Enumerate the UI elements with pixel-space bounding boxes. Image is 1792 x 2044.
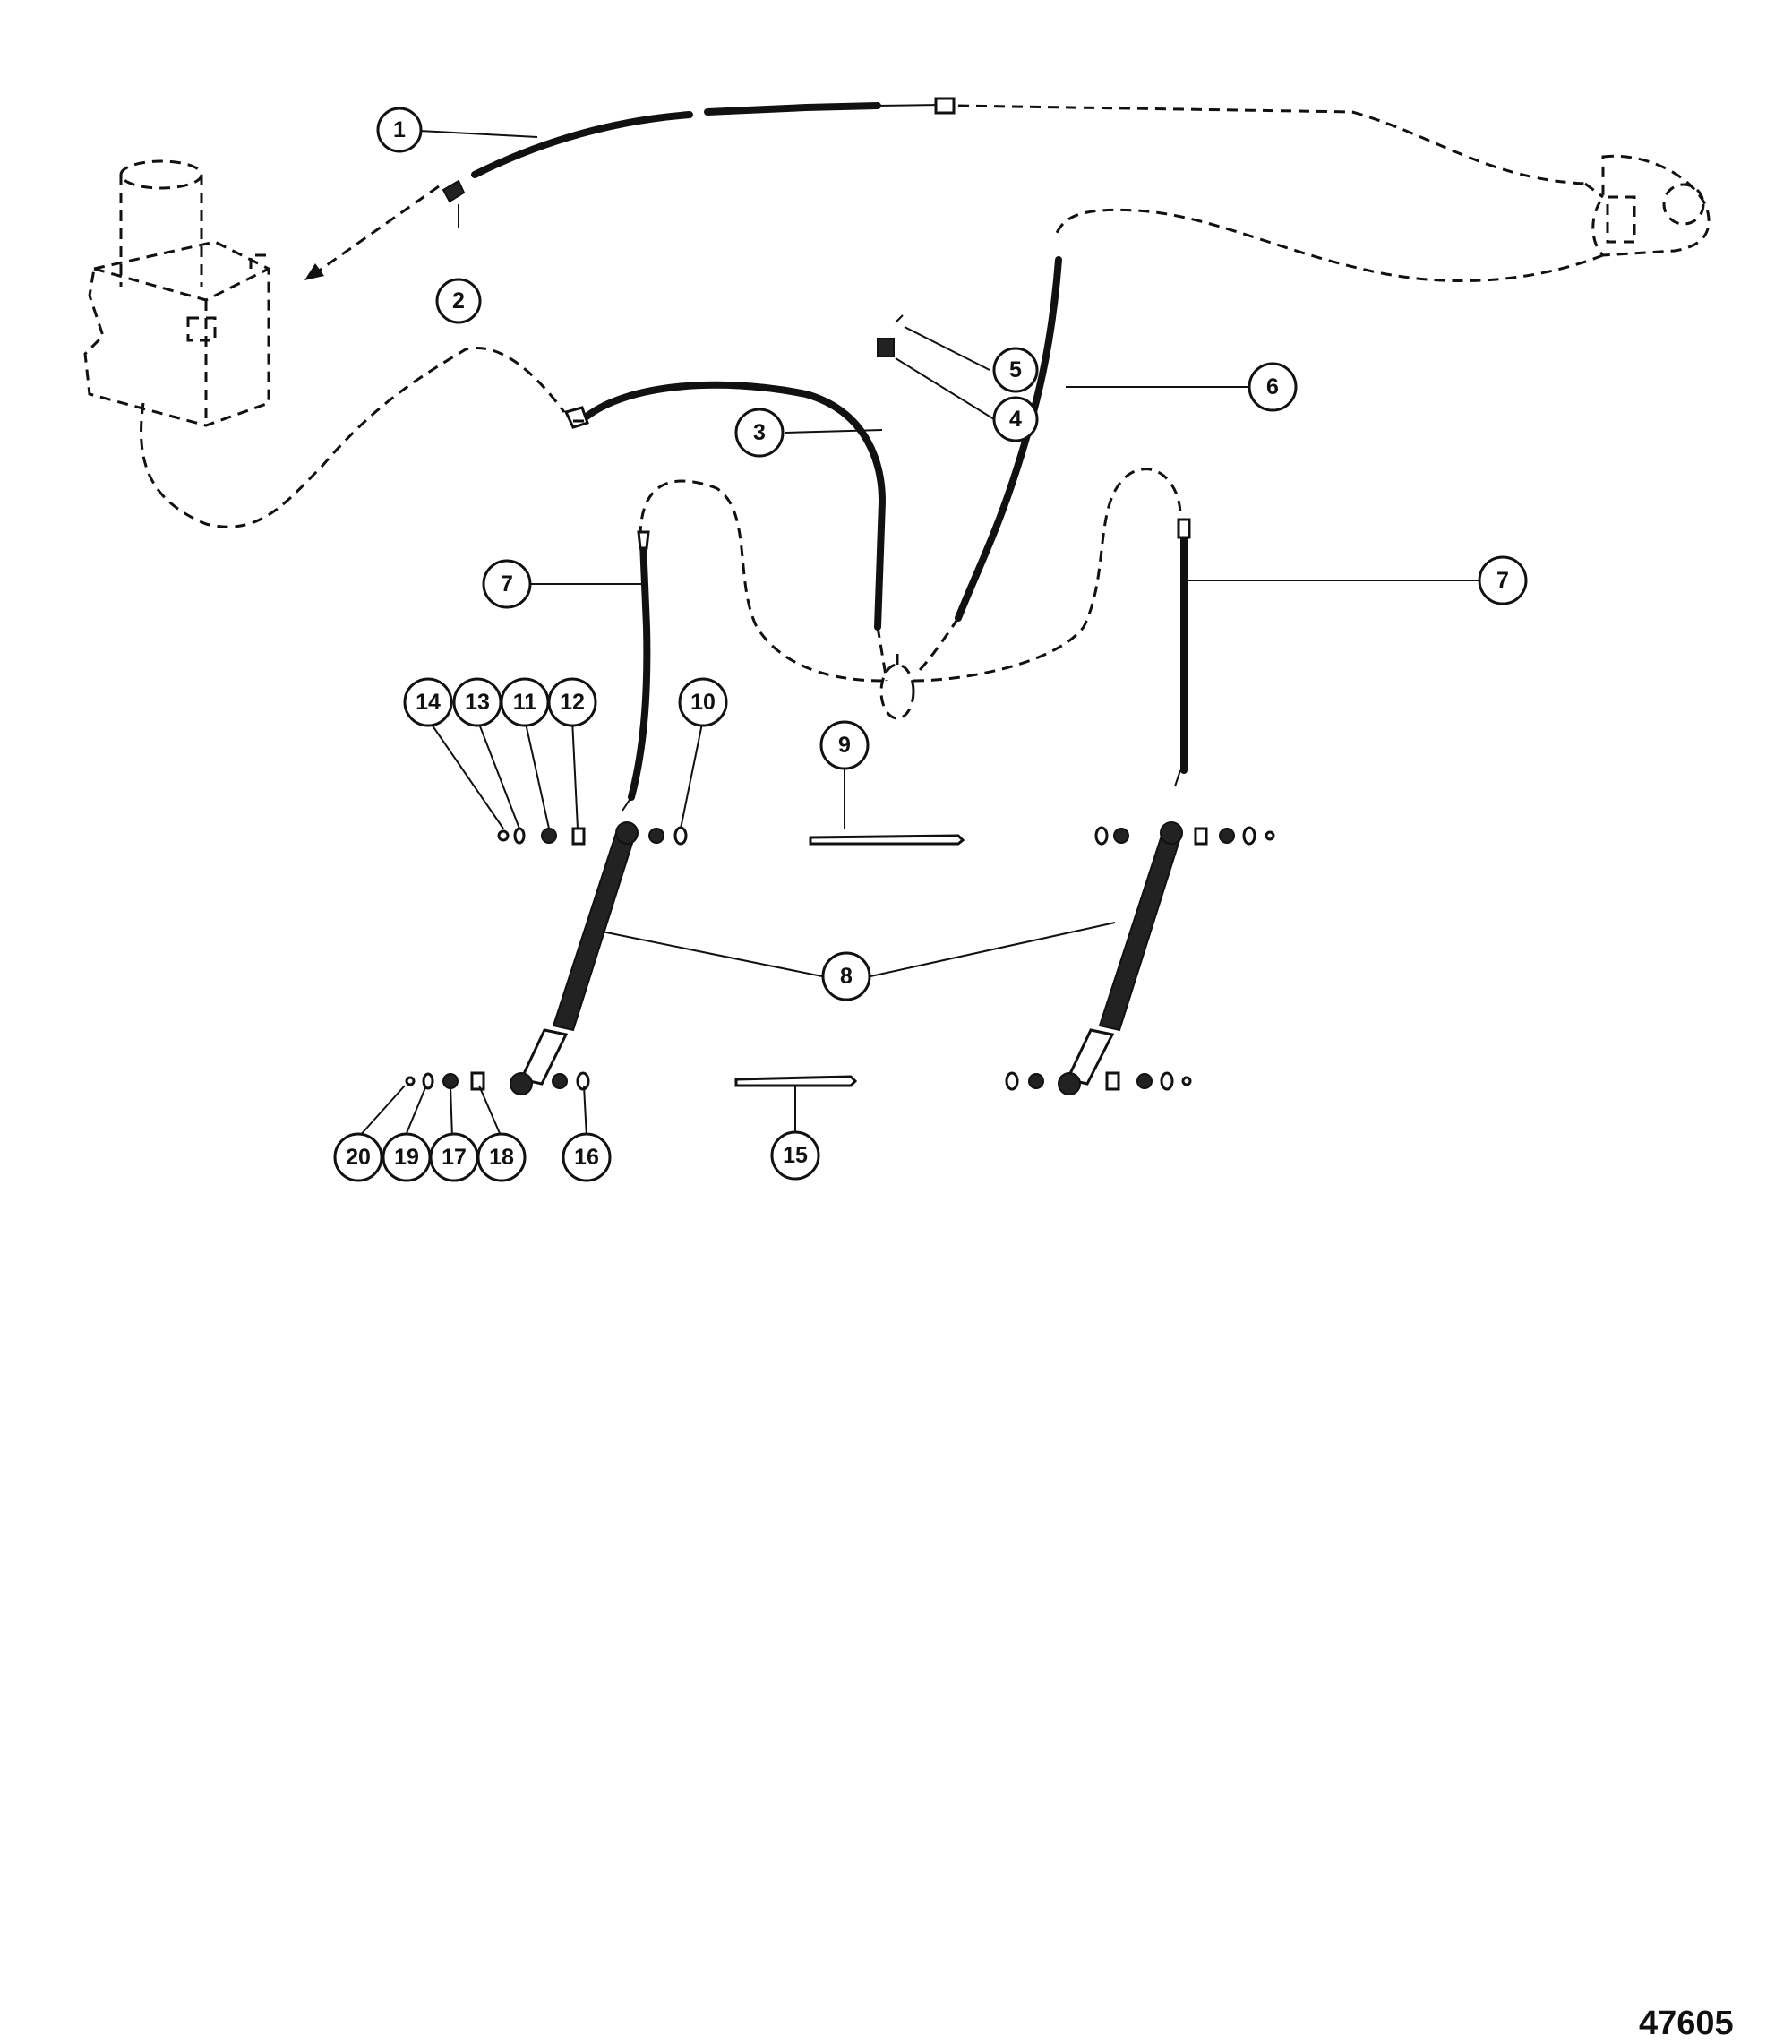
callout-18: 18 (476, 1132, 527, 1182)
route-line-left-loop (639, 479, 883, 683)
svg-text:16: 16 (574, 1145, 599, 1170)
callout-10: 10 (678, 677, 728, 727)
hose-1 (471, 97, 956, 178)
svg-text:18: 18 (489, 1145, 514, 1170)
svg-text:11: 11 (513, 690, 537, 715)
svg-text:3: 3 (753, 420, 766, 445)
pin-15 (734, 1075, 858, 1087)
callout-5: 5 (992, 347, 1039, 393)
actuator-assembly (1055, 154, 1711, 282)
svg-text:13: 13 (465, 690, 490, 715)
callout-6: 6 (1248, 362, 1298, 412)
svg-text:2: 2 (452, 288, 465, 313)
hose-7-right (1174, 518, 1191, 787)
fitting-2 (442, 179, 466, 203)
callout-14: 14 (403, 677, 453, 727)
callout-12: 12 (547, 677, 597, 727)
callout-4: 4 (992, 396, 1039, 442)
hardware-lower-left (405, 1071, 590, 1091)
callout-3: 3 (734, 408, 785, 458)
callout-2: 2 (435, 278, 482, 324)
svg-text:8: 8 (840, 964, 853, 989)
callout-15: 15 (770, 1130, 820, 1181)
cylinder-8-left (510, 821, 639, 1095)
callout-16: 16 (562, 1132, 612, 1182)
arrow-head-left (304, 263, 324, 280)
svg-text:20: 20 (346, 1145, 371, 1170)
svg-text:12: 12 (560, 690, 585, 715)
callout-19: 19 (382, 1132, 432, 1182)
callout-13: 13 (452, 677, 502, 727)
svg-text:5: 5 (1009, 357, 1022, 382)
route-line-upper (957, 104, 1586, 185)
hose-7-left (622, 530, 651, 812)
cylinder-8-right (1058, 821, 1183, 1095)
svg-text:7: 7 (501, 571, 513, 597)
arrow-to-pump (308, 185, 440, 279)
svg-text:17: 17 (442, 1145, 467, 1170)
svg-text:6: 6 (1266, 374, 1279, 399)
pump-assembly (83, 159, 566, 528)
pin-9 (809, 834, 965, 846)
callout-17: 17 (429, 1132, 479, 1182)
svg-text:14: 14 (416, 690, 441, 715)
svg-text:10: 10 (690, 690, 716, 715)
callout-7-right: 7 (1478, 555, 1528, 605)
route-line-right-loop (913, 468, 1182, 683)
hardware-upper-right (1094, 826, 1275, 846)
callout-11: 11 (500, 677, 550, 727)
callout-9: 9 (819, 720, 870, 770)
hardware-upper-left (497, 826, 688, 846)
hose-3 (563, 381, 888, 682)
svg-text:19: 19 (394, 1145, 419, 1170)
tee-block (879, 654, 915, 720)
figure-number: 47605 (1639, 2005, 1734, 2042)
svg-text:1: 1 (393, 117, 406, 142)
leader-lines (357, 130, 1479, 1138)
callout-20: 20 (333, 1132, 383, 1182)
hardware-lower-right (1005, 1071, 1192, 1091)
fittings-4-5 (877, 314, 904, 357)
hose-6 (916, 256, 1062, 674)
svg-text:7: 7 (1496, 568, 1509, 593)
svg-text:4: 4 (1009, 407, 1022, 432)
svg-text:9: 9 (838, 733, 851, 758)
callout-1: 1 (376, 107, 423, 153)
svg-text:15: 15 (783, 1143, 808, 1168)
callout-8: 8 (821, 951, 871, 1001)
callout-7-left: 7 (482, 559, 532, 609)
